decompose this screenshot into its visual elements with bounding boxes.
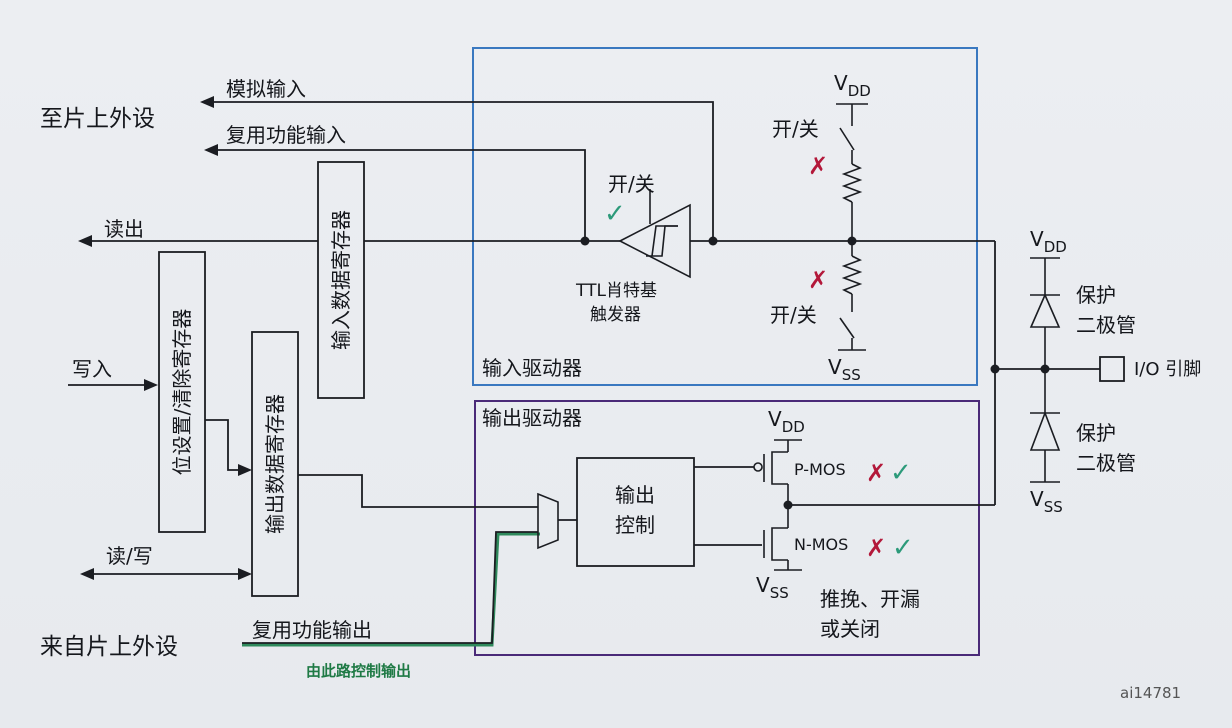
output-driver-frame [474, 400, 980, 656]
schmitt-trigger-symbol [618, 203, 691, 279]
output-control-box [576, 457, 695, 567]
read-write-right-arrow [238, 568, 252, 580]
lower-diode-symbol [1029, 410, 1061, 451]
pmos-channel [771, 451, 788, 485]
nmos-channel [771, 527, 788, 561]
write-in-label: 写入 [72, 357, 112, 381]
pulldown-cross-mark: ✗ [808, 266, 828, 294]
read-out-arrow [78, 235, 92, 247]
pmos-gate-bubble [753, 462, 763, 472]
input-driver-label: 输入驱动器 [482, 356, 582, 380]
pmos-label: P-MOS [794, 460, 846, 479]
pullup-vdd-label: VDD [834, 71, 871, 100]
junction-dot [580, 236, 590, 246]
hysteresis-icon [646, 225, 678, 257]
alt-func-output-green-path [242, 532, 540, 647]
analog-input-label: 模拟输入 [226, 77, 306, 101]
pullup-on-off-label: 开/关 [772, 117, 819, 141]
junction-dot [708, 236, 718, 246]
junction-dot [990, 364, 1000, 374]
alt-func-output-label: 复用功能输出 [252, 618, 372, 642]
input-data-register-box [317, 161, 365, 399]
pullup-cross-mark: ✗ [808, 152, 828, 180]
upper-protection-label-line2: 二极管 [1076, 313, 1136, 337]
analog-input-wire [208, 101, 714, 241]
bit-set-reset-register-label: 位设置/清除寄存器 [170, 309, 194, 476]
schmitt-label-line2: 触发器 [590, 305, 641, 325]
pmos-check-mark: ✓ [890, 458, 912, 488]
input-driver-frame [472, 47, 978, 386]
schmitt-label-line1: TTL肖特基 [575, 281, 657, 301]
pmos-vdd-label: VDD [768, 407, 805, 436]
pulldown-resistor [841, 255, 863, 295]
bsrr-to-odr-arrow [238, 464, 252, 476]
pulldown-on-off-label: 开/关 [770, 303, 817, 327]
alt-func-output-wire [242, 531, 538, 644]
green-path-note: 由此路控制输出 [306, 662, 411, 680]
bsrr-to-odr-wire [205, 419, 244, 471]
diode-vdd-label: VDD [1030, 227, 1067, 256]
analog-input-arrow [200, 96, 214, 108]
io-pin-box [1099, 356, 1125, 382]
nmos-label: N-MOS [794, 535, 848, 554]
figure-id: ai14781 [1120, 684, 1181, 702]
lower-protection-label-line2: 二极管 [1076, 451, 1136, 475]
pullup-resistor [841, 163, 863, 203]
output-data-register-box [251, 331, 299, 597]
nmos-check-mark: ✓ [892, 533, 914, 563]
diode-vss-label: VSS [1030, 487, 1063, 516]
output-mode-line2: 或关闭 [820, 617, 880, 641]
alt-func-input-wire [212, 149, 586, 241]
pulldown-switch [839, 317, 855, 339]
output-mode-line1: 推挽、开漏 [820, 587, 920, 611]
pmos-cross-mark: ✗ [866, 459, 886, 487]
bit-set-reset-register-box [158, 251, 206, 533]
nmos-vss-label: VSS [756, 573, 789, 602]
output-mux [537, 492, 559, 550]
output-control-label-line2: 控制 [615, 513, 655, 537]
output-data-register-label: 输出数据寄存器 [263, 394, 287, 534]
nmos-cross-mark: ✗ [866, 534, 886, 562]
read-out-label: 读出 [104, 217, 144, 241]
read-write-left-arrow [80, 568, 94, 580]
read-write-label: 读/写 [106, 544, 153, 568]
hysteresis-icon-inner [651, 225, 678, 257]
output-driver-label: 输出驱动器 [482, 406, 582, 430]
alt-func-input-label: 复用功能输入 [226, 123, 346, 147]
io-pin-label: I/O 引脚 [1134, 359, 1201, 380]
odr-to-mux-wire [298, 474, 538, 508]
input-data-register-label: 输入数据寄存器 [329, 210, 353, 350]
upper-diode-symbol [1029, 293, 1061, 328]
to-peripheral-label: 至片上外设 [40, 106, 155, 132]
trigger-check-mark: ✓ [604, 199, 626, 229]
from-peripheral-label: 来自片上外设 [40, 634, 178, 660]
alt-func-input-arrow [204, 144, 218, 156]
trigger-on-off-label: 开/关 [608, 172, 655, 196]
lower-protection-label-line1: 保护 [1076, 421, 1116, 445]
upper-protection-label-line1: 保护 [1076, 283, 1116, 307]
write-in-arrow [144, 379, 158, 391]
pulldown-vss-label: VSS [828, 355, 861, 384]
pullup-switch [839, 127, 855, 151]
output-control-label-line1: 输出 [615, 483, 655, 507]
